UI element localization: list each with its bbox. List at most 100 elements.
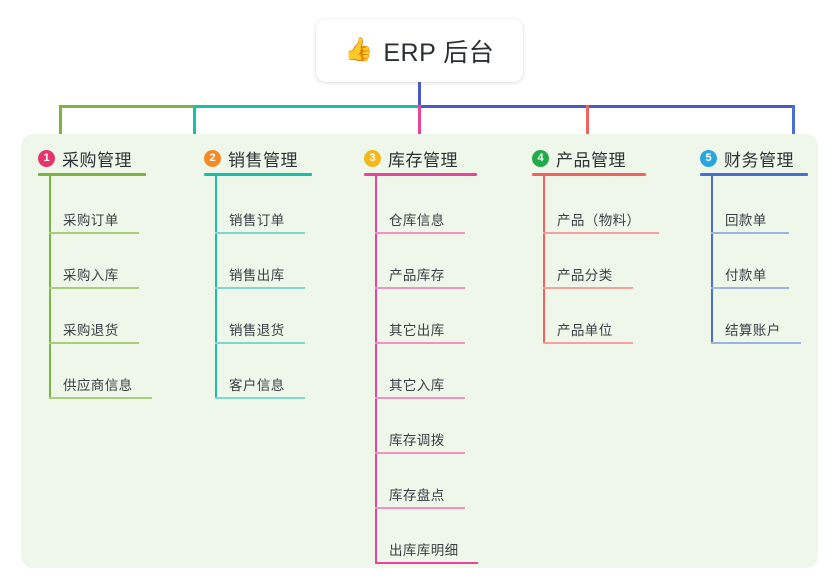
leaf-label: 产品库存 <box>389 268 445 283</box>
branch-underline-5 <box>700 173 808 176</box>
leaf-item[interactable]: 库存调拨 <box>375 399 465 454</box>
leaf-underline <box>375 342 465 344</box>
branch-title-2: 销售管理 <box>228 151 298 170</box>
drop-connector-col4 <box>586 105 589 140</box>
leaf-item[interactable]: 产品（物料） <box>543 179 659 234</box>
leaf-label: 供应商信息 <box>63 378 133 393</box>
leaf-item[interactable]: 产品分类 <box>543 234 633 289</box>
branch-underline-1 <box>38 173 146 176</box>
leaf-item[interactable]: 供应商信息 <box>49 344 152 399</box>
leaf-label: 采购订单 <box>63 213 119 228</box>
leaf-label: 其它出库 <box>389 323 445 338</box>
leaf-underline <box>543 342 633 344</box>
leaf-label: 采购入库 <box>63 268 119 283</box>
leaf-underline <box>543 287 633 289</box>
leaf-item[interactable]: 其它出库 <box>375 289 465 344</box>
leaf-label: 销售出库 <box>229 268 285 283</box>
leaf-item[interactable]: 采购入库 <box>49 234 139 289</box>
leaf-underline <box>215 232 305 234</box>
branch-stem-2 <box>215 173 217 399</box>
branch-underline-3 <box>364 173 477 176</box>
branch-header-2[interactable]: 2 销售管理 <box>204 146 298 171</box>
leaf-label: 库存盘点 <box>389 488 445 503</box>
leaf-label: 付款单 <box>725 268 767 283</box>
root-node-content: 👍 ERP 后台 <box>345 33 495 69</box>
leaf-underline <box>375 232 465 234</box>
drop-connector-col2 <box>193 105 196 140</box>
leaf-underline <box>543 232 659 234</box>
leaf-label: 结算账户 <box>725 323 781 338</box>
leaf-label: 产品单位 <box>557 323 613 338</box>
leaf-item[interactable]: 其它入库 <box>375 344 465 399</box>
branch-stem-5 <box>711 173 713 344</box>
leaf-label: 库存调拨 <box>389 433 445 448</box>
branch-badge-3: 3 <box>364 150 381 167</box>
leaf-item[interactable]: 采购退货 <box>49 289 139 344</box>
leaf-underline <box>711 232 789 234</box>
bus-segment-teal <box>193 105 419 108</box>
branch-badge-2: 2 <box>204 150 221 167</box>
leaf-item[interactable]: 产品库存 <box>375 234 465 289</box>
leaf-label: 采购退货 <box>63 323 119 338</box>
branch-header-5[interactable]: 5 财务管理 <box>700 146 794 171</box>
leaf-underline <box>711 287 789 289</box>
trunk-connector-vertical <box>418 82 421 107</box>
leaf-label: 回款单 <box>725 213 767 228</box>
leaf-underline <box>375 562 478 564</box>
branch-header-1[interactable]: 1 采购管理 <box>38 146 132 171</box>
branch-title-5: 财务管理 <box>724 151 794 170</box>
leaf-label: 仓库信息 <box>389 213 445 228</box>
leaf-underline <box>49 232 139 234</box>
leaf-item[interactable]: 结算账户 <box>711 289 801 344</box>
branch-stem-1 <box>49 173 51 399</box>
leaf-underline <box>215 342 305 344</box>
drop-connector-col1 <box>59 105 62 140</box>
leaf-item[interactable]: 回款单 <box>711 179 789 234</box>
leaf-item[interactable]: 产品单位 <box>543 289 633 344</box>
content-panel <box>21 134 818 568</box>
branch-underline-2 <box>204 173 312 176</box>
leaf-item[interactable]: 销售订单 <box>215 179 305 234</box>
leaf-underline <box>49 397 152 399</box>
drop-connector-col3 <box>418 105 421 140</box>
root-node-card[interactable]: 👍 ERP 后台 <box>316 19 523 82</box>
branch-badge-5: 5 <box>700 150 717 167</box>
branch-title-4: 产品管理 <box>556 151 626 170</box>
branch-stem-3 <box>375 173 377 564</box>
leaf-item[interactable]: 客户信息 <box>215 344 305 399</box>
leaf-label: 产品（物料） <box>557 213 641 228</box>
leaf-underline <box>375 287 465 289</box>
branch-header-4[interactable]: 4 产品管理 <box>532 146 626 171</box>
leaf-underline <box>215 397 305 399</box>
leaf-underline <box>375 397 465 399</box>
leaf-underline <box>375 452 465 454</box>
leaf-item[interactable]: 出库库明细 <box>375 509 478 564</box>
bus-segment-blue <box>418 105 795 108</box>
leaf-item[interactable]: 付款单 <box>711 234 789 289</box>
leaf-underline <box>215 287 305 289</box>
branch-header-3[interactable]: 3 库存管理 <box>364 146 458 171</box>
leaf-item[interactable]: 采购订单 <box>49 179 139 234</box>
leaf-item[interactable]: 销售退货 <box>215 289 305 344</box>
leaf-label: 其它入库 <box>389 378 445 393</box>
leaf-label: 销售退货 <box>229 323 285 338</box>
leaf-underline <box>711 342 801 344</box>
leaf-item[interactable]: 库存盘点 <box>375 454 465 509</box>
branch-title-1: 采购管理 <box>62 151 132 170</box>
leaf-item[interactable]: 销售出库 <box>215 234 305 289</box>
leaf-underline <box>49 342 139 344</box>
leaf-underline <box>49 287 139 289</box>
leaf-label: 产品分类 <box>557 268 613 283</box>
leaf-label: 出库库明细 <box>389 543 459 558</box>
bus-segment-green <box>59 105 194 108</box>
branch-badge-1: 1 <box>38 150 55 167</box>
branch-title-3: 库存管理 <box>388 151 458 170</box>
branch-badge-4: 4 <box>532 150 549 167</box>
leaf-underline <box>375 507 465 509</box>
leaf-label: 销售订单 <box>229 213 285 228</box>
branch-stem-4 <box>543 173 545 344</box>
leaf-label: 客户信息 <box>229 378 285 393</box>
drop-connector-col5 <box>792 105 795 140</box>
leaf-item[interactable]: 仓库信息 <box>375 179 465 234</box>
